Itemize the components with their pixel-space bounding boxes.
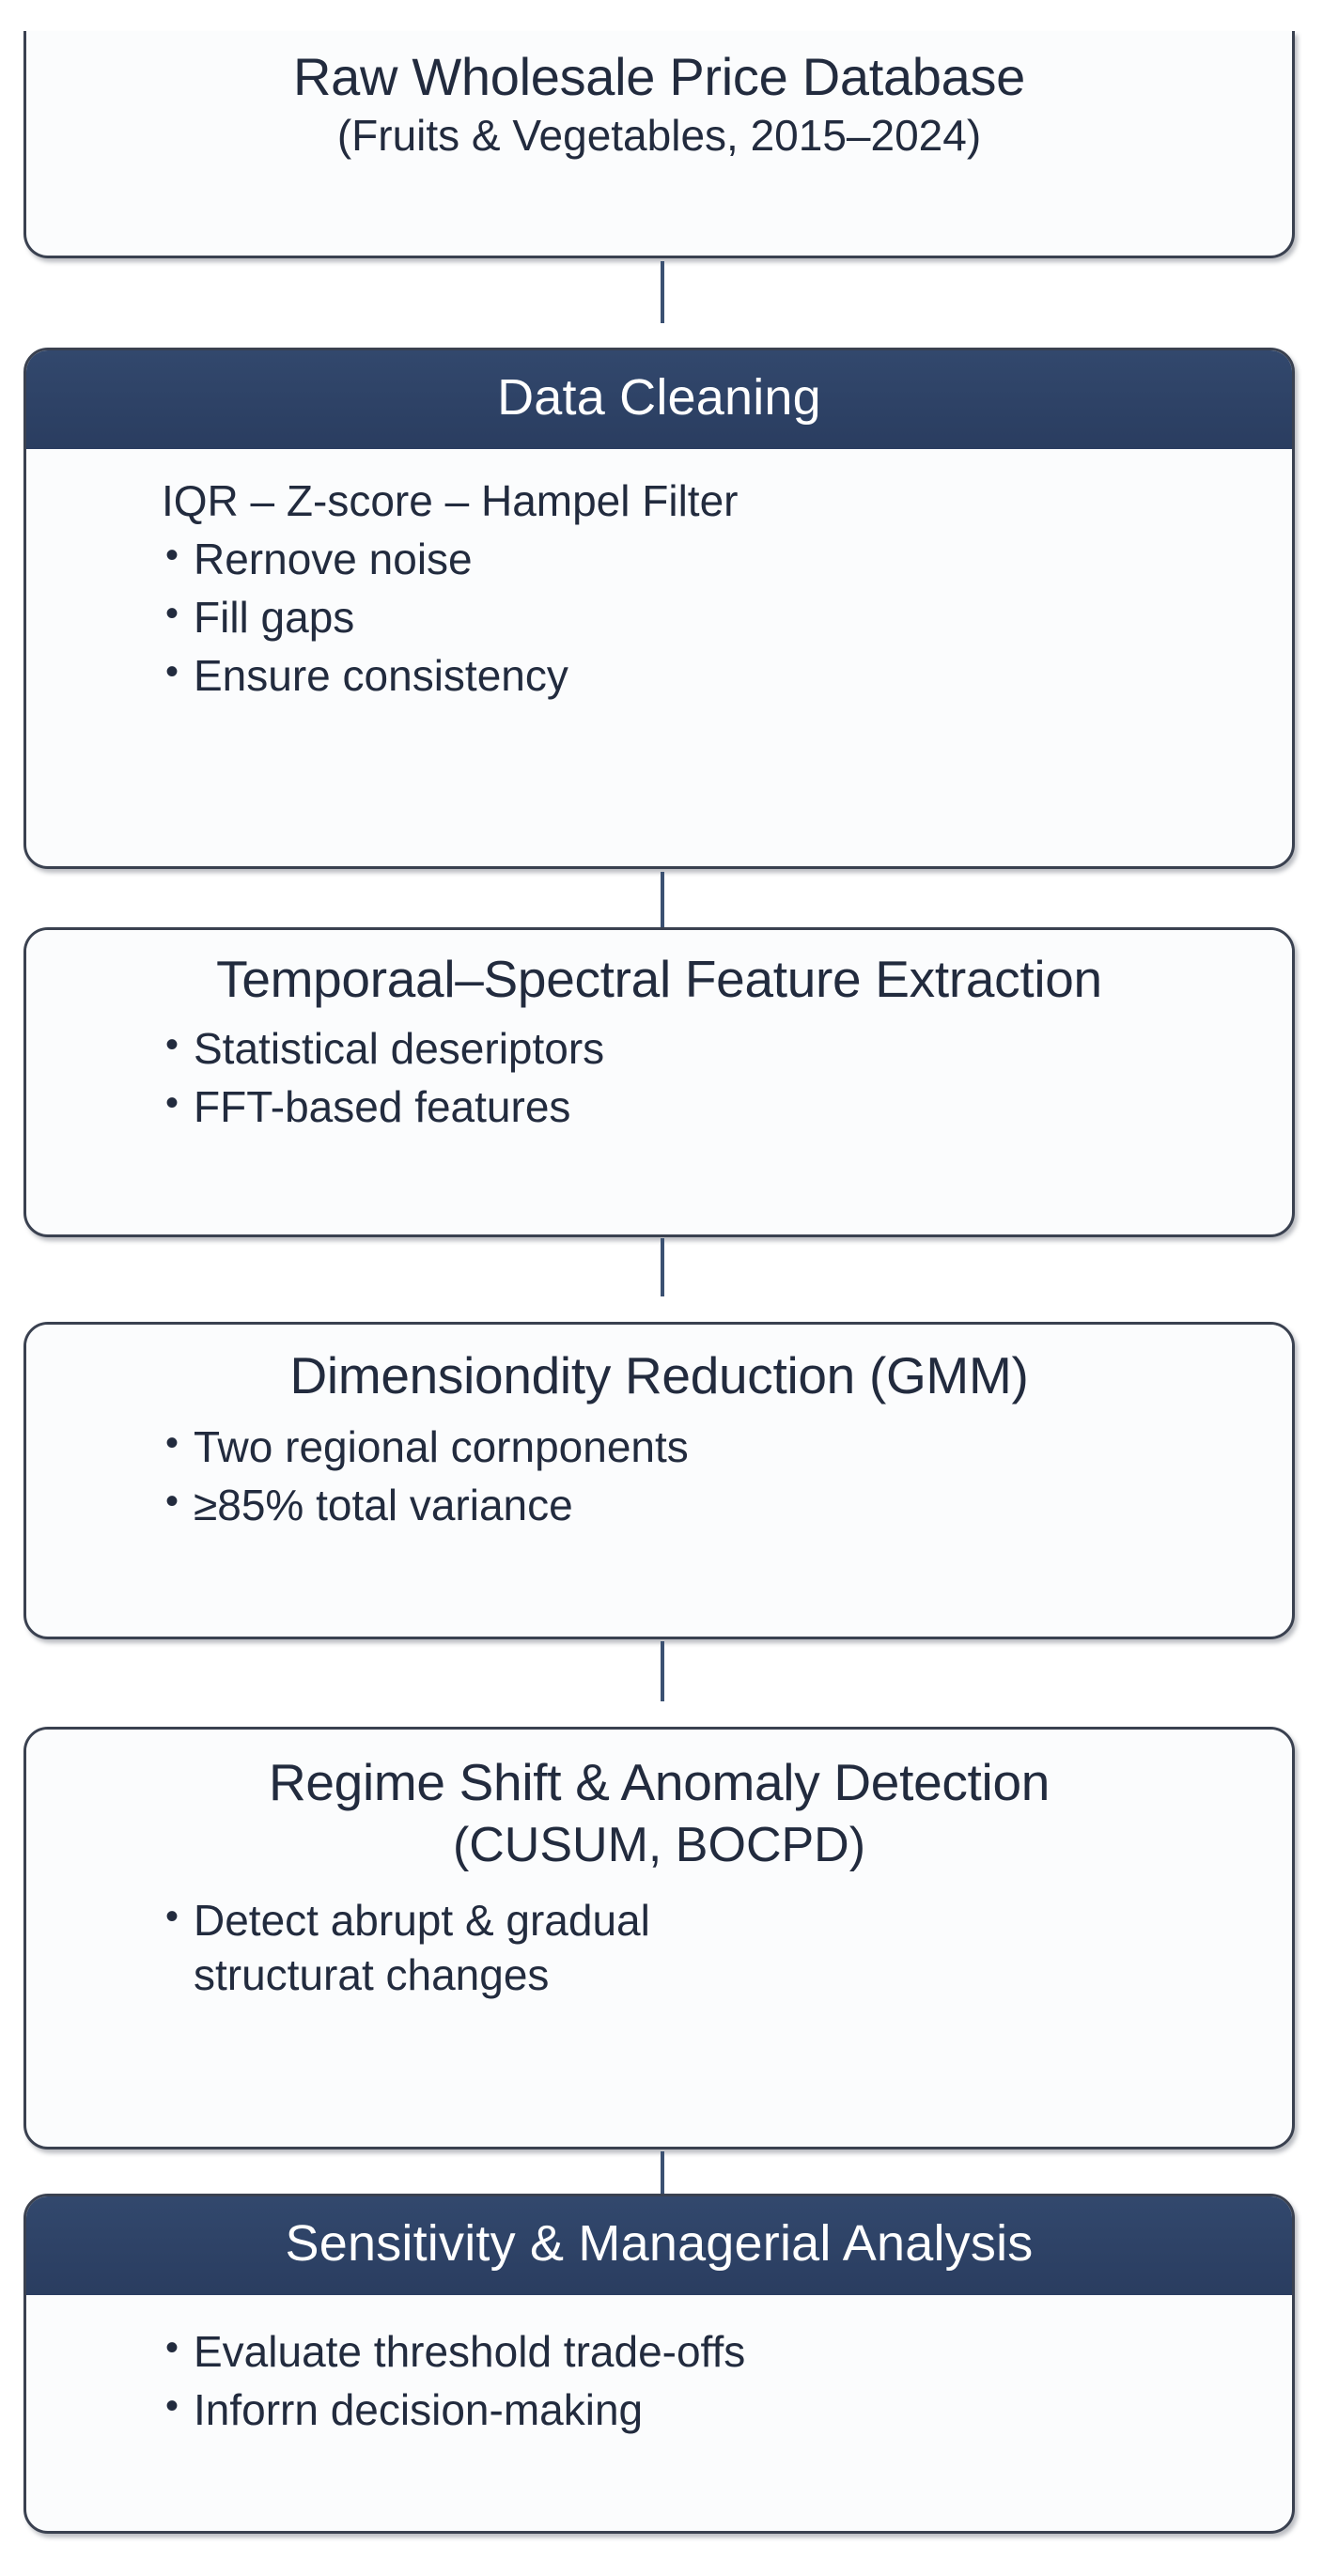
node-raw-data-subtitle: (Fruits & Vegetables, 2015–2024) xyxy=(336,110,982,160)
list-item: Two regional cornponents xyxy=(160,1419,1260,1475)
node-dimensionality-reduction-title: Dimensiondity Reduction (GMM) xyxy=(289,1346,1029,1404)
edge-shaft xyxy=(661,261,664,323)
edge-shaft xyxy=(661,2151,664,2210)
list-item: Fill gaps xyxy=(160,589,1260,645)
node-data-cleaning-lead: IQR – Z-score – Hampel Filter xyxy=(162,475,739,525)
node-regime-shift-detection[interactable]: Regime Shift & Anomaly Detection (CUSUM,… xyxy=(23,1727,1295,2149)
node-raw-data-body: Raw Wholesale Price Database (Fruits & V… xyxy=(26,31,1292,181)
node-sensitivity-analysis[interactable]: Sensitivity & Managerial Analysis Evalua… xyxy=(23,2194,1295,2534)
edge-shaft xyxy=(661,1238,664,1296)
edge-feature-extraction-to-dimensionality-reduction xyxy=(655,1238,670,1323)
node-sensitivity-analysis-body: Evaluate threshold trade-offs Inforrn de… xyxy=(26,2294,1292,2462)
node-feature-extraction[interactable]: Temporaal–Spectral Feature Extraction St… xyxy=(23,927,1295,1237)
node-regime-shift-detection-subtitle: (CUSUM, BOCPD) xyxy=(452,1817,866,1872)
list-item: FFT-based features xyxy=(160,1079,1260,1135)
node-regime-shift-detection-title: Regime Shift & Anomaly Detection xyxy=(268,1753,1051,1811)
node-raw-data[interactable]: Raw Wholesale Price Database (Fruits & V… xyxy=(23,31,1295,258)
edge-shaft xyxy=(661,872,664,928)
node-dimensionality-reduction[interactable]: Dimensiondity Reduction (GMM) Two region… xyxy=(23,1322,1295,1639)
node-sensitivity-analysis-bullets: Evaluate threshold trade-offs Inforrn de… xyxy=(58,2323,1260,2438)
node-feature-extraction-body: Temporaal–Spectral Feature Extraction St… xyxy=(26,930,1292,1159)
node-regime-shift-detection-bullets: Detect abrupt & gradual structurat chang… xyxy=(58,1892,1260,2003)
node-data-cleaning[interactable]: Data Cleaning IQR – Z-score – Hampel Fil… xyxy=(23,348,1295,869)
edge-shaft xyxy=(661,1641,664,1701)
list-item: Evaluate threshold trade-offs xyxy=(160,2323,1260,2380)
node-data-cleaning-header: Data Cleaning xyxy=(26,350,1292,449)
list-item: Ensure consistency xyxy=(160,647,1260,704)
node-raw-data-title: Raw Wholesale Price Database xyxy=(292,47,1026,106)
node-data-cleaning-bullets: Rernove noise Fill gaps Ensure consisten… xyxy=(58,531,1260,704)
node-feature-extraction-bullets: Statistical deseriptors FFT-based featur… xyxy=(58,1020,1260,1135)
node-regime-shift-detection-body: Regime Shift & Anomaly Detection (CUSUM,… xyxy=(26,1730,1292,2027)
node-dimensionality-reduction-bullets: Two regional cornponents ≥85% total vari… xyxy=(58,1419,1260,1533)
list-item: Statistical deseriptors xyxy=(160,1020,1260,1077)
list-item: ≥85% total variance xyxy=(160,1477,1260,1533)
edge-raw-data-to-data-cleaning xyxy=(655,261,670,348)
node-data-cleaning-body: IQR – Z-score – Hampel Filter Rernove no… xyxy=(26,448,1292,728)
list-item: Rernove noise xyxy=(160,531,1260,587)
list-item: Inforrn decision-making xyxy=(160,2382,1260,2438)
list-item: Detect abrupt & gradual structurat chang… xyxy=(160,1892,1260,2003)
edge-dimensionality-reduction-to-regime-shift xyxy=(655,1641,670,1728)
edge-data-cleaning-to-feature-extraction xyxy=(655,872,670,958)
node-dimensionality-reduction-body: Dimensiondity Reduction (GMM) Two region… xyxy=(26,1325,1292,1558)
edge-regime-shift-to-sensitivity-analysis xyxy=(655,2151,670,2238)
node-sensitivity-analysis-header: Sensitivity & Managerial Analysis xyxy=(26,2196,1292,2295)
node-feature-extraction-title: Temporaal–Spectral Feature Extraction xyxy=(216,950,1102,1008)
